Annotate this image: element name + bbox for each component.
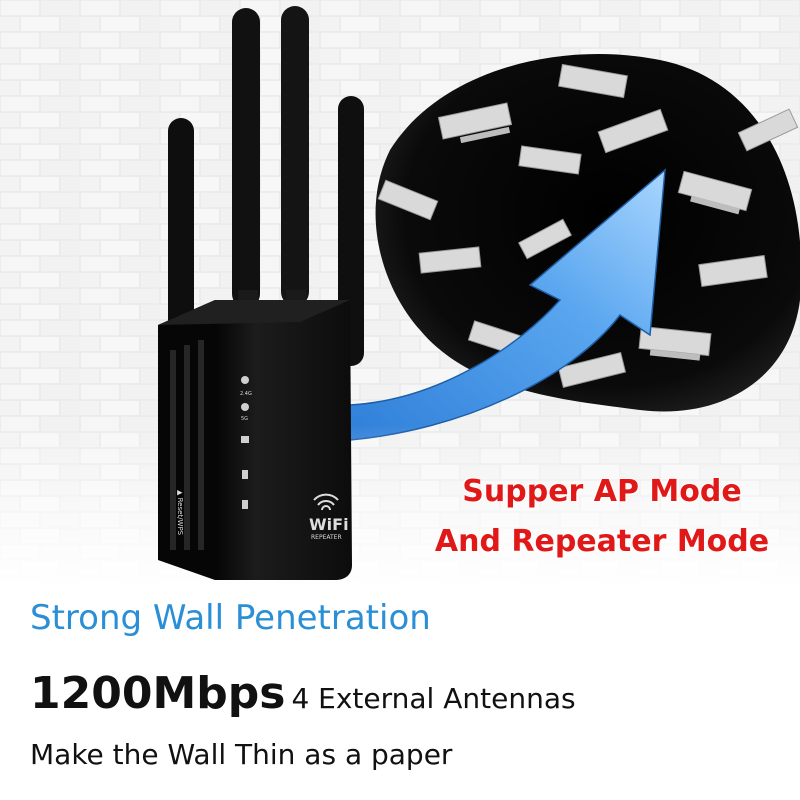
headline: Strong Wall Penetration (30, 598, 431, 638)
antenna-4 (338, 96, 364, 366)
speed-description: 4 External Antennas (291, 682, 576, 715)
reset-wps-label: ▲ Reset/WPS (176, 490, 184, 536)
led-power-icon (242, 500, 248, 509)
callout-line-1: Supper AP Mode (462, 474, 742, 509)
led-lan-icon (241, 436, 249, 443)
antenna-3 (281, 6, 309, 306)
callout-line-2: And Repeater Mode (434, 524, 770, 559)
speed-value: 1200Mbps (30, 668, 286, 719)
tagline: Make the Wall Thin as a paper (30, 738, 453, 771)
led-wps-icon (242, 470, 248, 479)
wifi-repeater-device: 2.4G 5G ▲ Reset/WPS WiFi REPEATER (158, 6, 364, 580)
led-label-2g: 2.4G (240, 391, 252, 397)
wifi-logo-icon (313, 493, 339, 511)
repeater-logo-text: REPEATER (311, 534, 342, 541)
led-5g-icon (241, 403, 249, 411)
led-2g-icon (241, 376, 249, 384)
product-scene: 2.4G 5G ▲ Reset/WPS WiFi REPEATER (0, 0, 800, 590)
wifi-logo-text: WiFi (309, 515, 349, 534)
antenna-2 (232, 8, 260, 308)
led-label-5g: 5G (241, 416, 248, 422)
